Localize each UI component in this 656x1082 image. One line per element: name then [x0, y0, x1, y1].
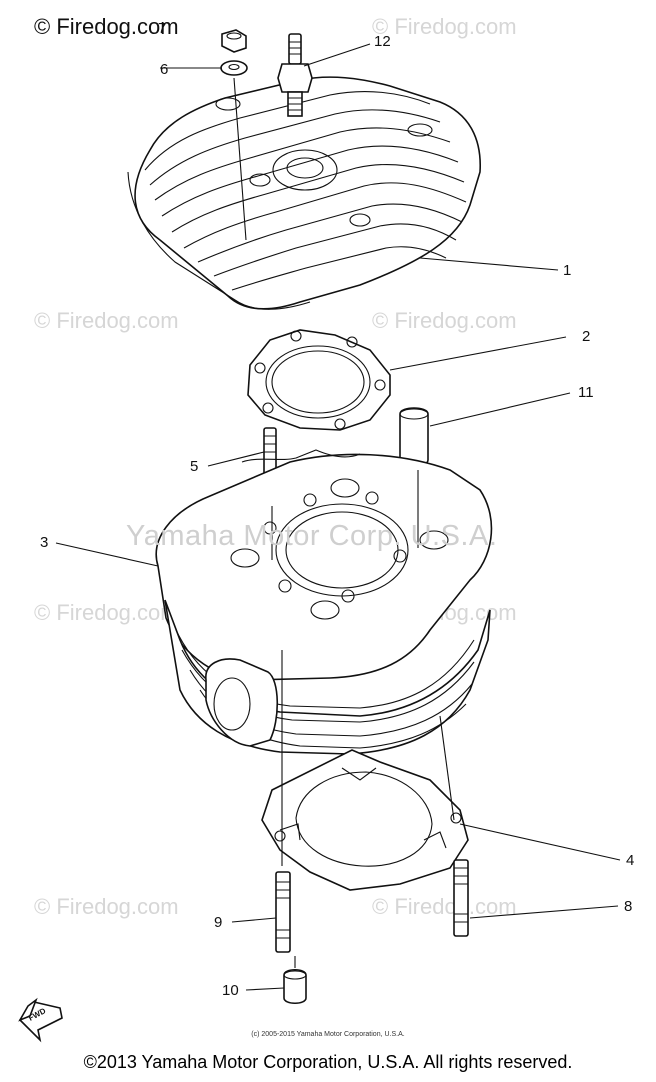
copyright-small: (c) 2005-2015 Yamaha Motor Corporation, … — [251, 1031, 405, 1038]
part-label-2: 2 — [582, 328, 591, 345]
stud-bolt — [453, 859, 469, 937]
part-label-12: 12 — [374, 33, 391, 50]
base-gasket — [261, 749, 469, 891]
cylinder-head — [127, 76, 481, 310]
head-gasket — [247, 329, 391, 431]
forward-arrow-icon — [18, 997, 63, 1043]
part-label-5: 5 — [190, 458, 199, 475]
part-label-3: 3 — [40, 534, 49, 551]
part-label-9: 9 — [214, 914, 223, 931]
part-label-11: 11 — [578, 384, 594, 401]
part-label-1: 1 — [563, 262, 572, 279]
part-label-4: 4 — [626, 852, 635, 869]
center-watermark: Yamaha Motor Corp. U.S.A. — [126, 520, 498, 552]
part-label-6: 6 — [160, 61, 169, 78]
stud-bolt — [275, 871, 291, 953]
part-label-7: 7 — [158, 20, 167, 37]
dowel-collar — [283, 968, 307, 1005]
watermark-corner: © Firedog.com — [34, 14, 179, 39]
washer — [220, 60, 248, 76]
watermark: © Firedog.com — [372, 14, 517, 39]
cylinder — [155, 449, 493, 755]
watermark: © Firedog.com — [34, 308, 179, 333]
part-label-10: 10 — [222, 982, 239, 999]
part-label-8: 8 — [624, 898, 633, 915]
watermark: © Firedog.com — [34, 894, 179, 919]
spark-plug — [277, 33, 313, 117]
watermark: © Firedog.com — [372, 894, 517, 919]
watermark: © Firedog.com — [34, 600, 179, 625]
watermark: © Firedog.com — [372, 308, 517, 333]
dowel-pin — [399, 407, 429, 467]
nut — [221, 29, 247, 53]
copyright-notice: ©2013 Yamaha Motor Corporation, U.S.A. A… — [83, 1052, 573, 1072]
